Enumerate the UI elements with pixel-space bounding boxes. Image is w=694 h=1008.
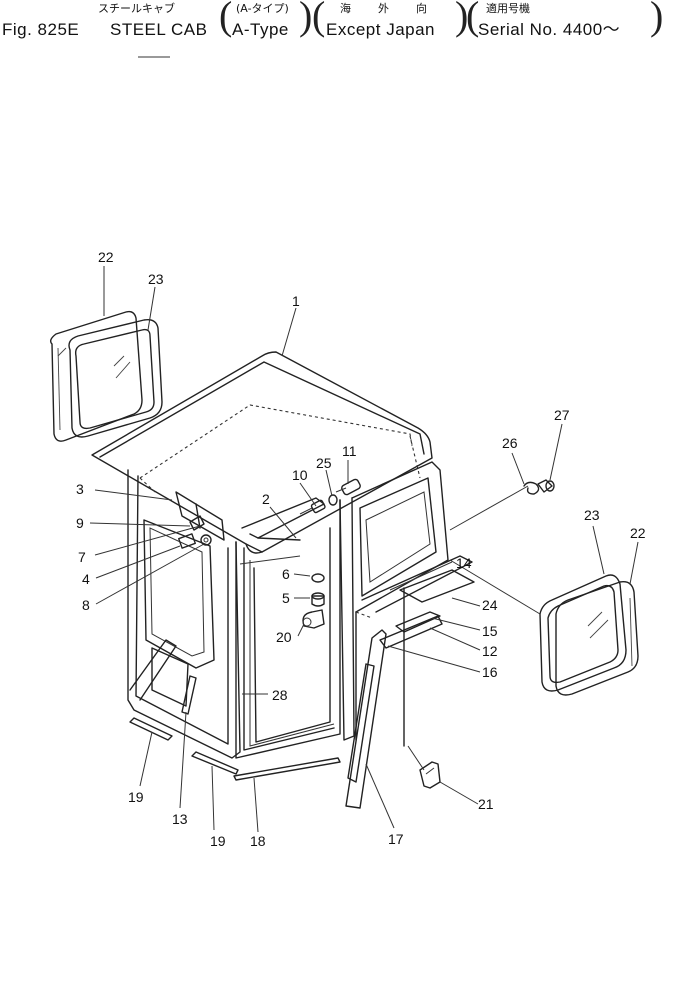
left-window-weatherstrip-23 (68, 318, 163, 438)
callout-16: 16 (482, 664, 498, 680)
callout-15: 15 (482, 623, 498, 639)
strip-13 (181, 675, 197, 715)
cab-frame (127, 461, 473, 759)
bracket-21 (419, 761, 441, 789)
callout-9: 9 (76, 515, 84, 531)
callout-26: 26 (502, 435, 518, 451)
paren-close-type: ) (299, 0, 313, 38)
callout-17: 17 (388, 831, 404, 847)
strip-17 (345, 629, 387, 809)
callout-21: 21 (478, 796, 494, 812)
title-english: STEEL CAB (110, 20, 208, 39)
cap-5 (311, 592, 325, 607)
callout-19-left: 19 (128, 789, 144, 805)
bracket-24 (399, 569, 475, 603)
callout-23-left: 23 (148, 271, 164, 287)
roof-panel (91, 351, 433, 554)
callout-27: 27 (554, 407, 570, 423)
type-english: A-Type (232, 20, 289, 39)
callout-24: 24 (482, 597, 498, 613)
callout-2: 2 (262, 491, 270, 507)
callout-22-right: 22 (630, 525, 646, 541)
callout-4: 4 (82, 571, 90, 587)
bolt-27 (537, 479, 555, 493)
callout-14: 14 (456, 555, 472, 571)
callout-23-right: 23 (584, 507, 600, 523)
strip-19-left (129, 717, 173, 741)
figure-number: Fig. 825E (2, 20, 80, 39)
nut-10 (299, 499, 326, 515)
rubber-plug-6 (311, 573, 325, 583)
callout-13: 13 (172, 811, 188, 827)
region-english: Except Japan (326, 20, 436, 39)
callout-19-right: 19 (210, 833, 226, 849)
callout-25: 25 (316, 455, 332, 471)
leader-lines (89, 266, 639, 833)
callout-7: 7 (78, 549, 86, 565)
region-japanese: 海 外 向 (340, 2, 435, 15)
callout-28: 28 (272, 687, 288, 703)
bracket-12 (379, 615, 443, 649)
paren-open-region: ( (312, 0, 326, 38)
type-japanese: (A-タイプ) (236, 2, 289, 15)
callout-22-left: 22 (98, 249, 114, 265)
callout-5: 5 (282, 590, 290, 606)
callout-20: 20 (276, 629, 292, 645)
callout-3: 3 (76, 481, 84, 497)
bolt-11 (335, 478, 361, 496)
latch-assembly (178, 503, 212, 549)
clip-26 (523, 481, 540, 495)
callout-6: 6 (282, 566, 290, 582)
callout-labels: 22 23 1 3 9 7 4 8 2 10 25 11 6 5 20 28 2… (76, 249, 646, 849)
right-window-weatherstrip-23 (539, 574, 627, 692)
callout-10: 10 (292, 467, 308, 483)
left-window-glass-22 (49, 310, 143, 442)
callout-1: 1 (292, 293, 300, 309)
callout-18: 18 (250, 833, 266, 849)
callout-8: 8 (82, 597, 90, 613)
callout-12: 12 (482, 643, 498, 659)
paren-close-serial: ) (650, 0, 664, 38)
paren-open-serial: ( (466, 0, 480, 38)
title-japanese: スチールキャブ (98, 2, 175, 15)
strip-18 (233, 757, 341, 781)
seal-28 (249, 560, 335, 747)
serial-japanese: 適用号機 (486, 2, 530, 15)
handle-20 (302, 609, 325, 629)
paren-close-region: ) (455, 0, 469, 38)
strip-19-right (191, 751, 239, 775)
right-window-glass-22 (555, 581, 639, 696)
serial-english: Serial No. 4400～ (478, 20, 621, 39)
washer-25 (328, 494, 338, 506)
callout-11: 11 (342, 443, 357, 459)
paren-open-type: ( (219, 0, 233, 38)
bracket-15 (395, 611, 441, 633)
